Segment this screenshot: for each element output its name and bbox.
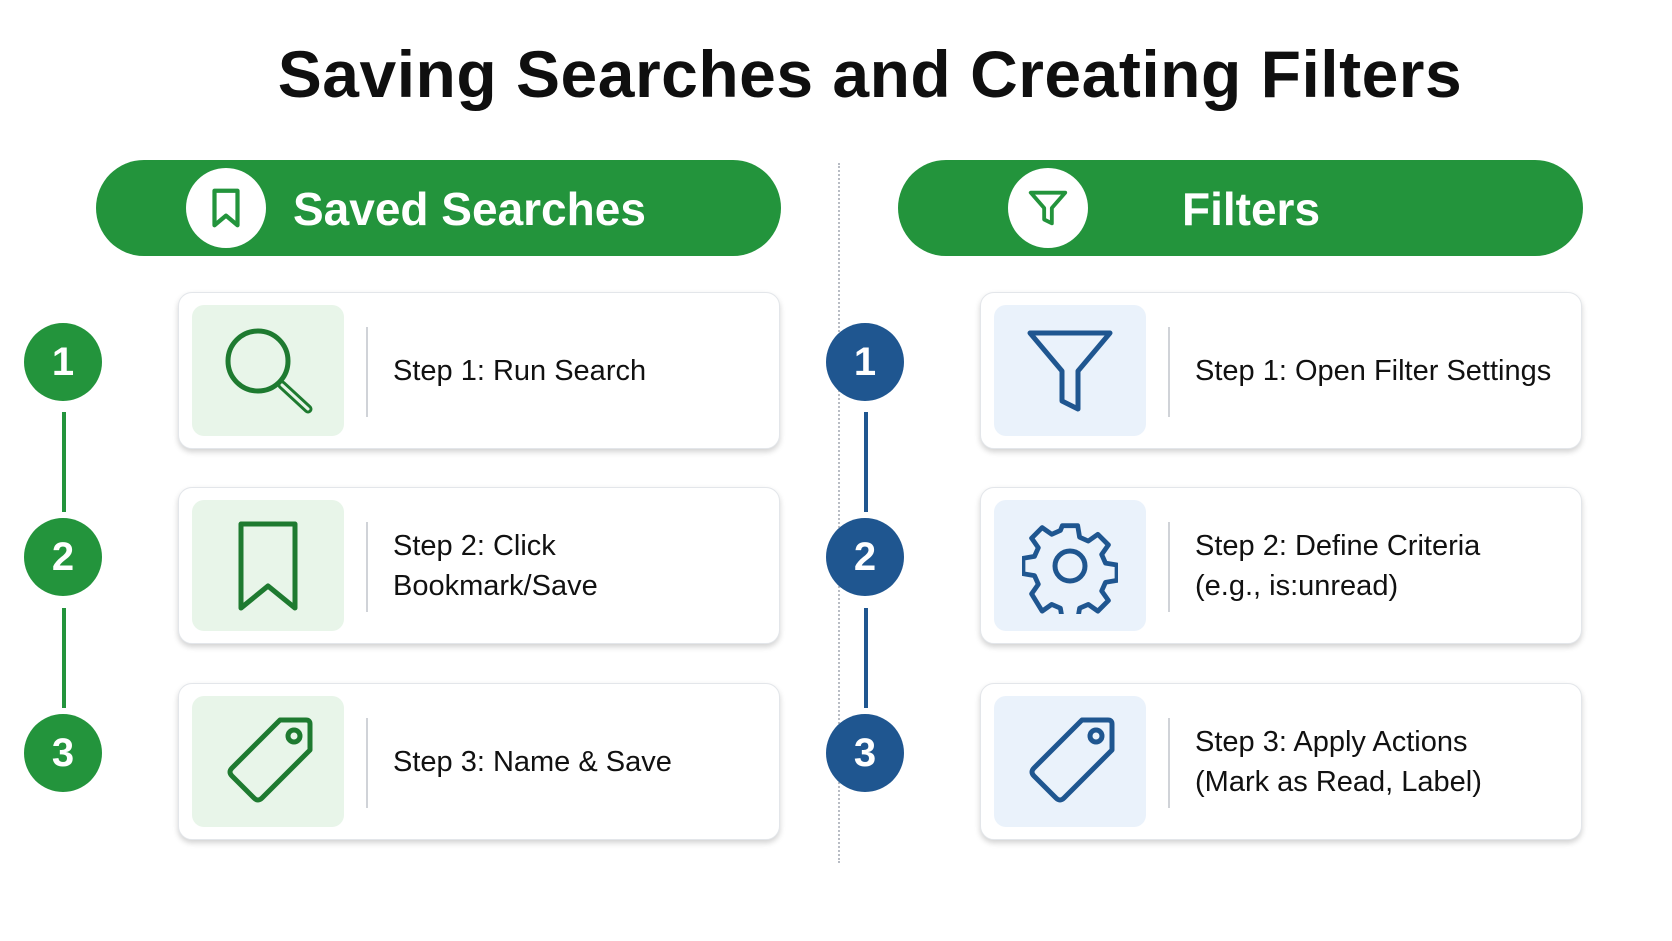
- step-number-badge: 3: [24, 714, 102, 792]
- step-text: Step 1: Open Filter Settings: [1195, 354, 1552, 387]
- card-separator: [1168, 522, 1170, 612]
- step-card-run-search: Step 1: Run Search: [178, 292, 780, 449]
- tag-icon: [192, 696, 344, 827]
- timeline-connector: [864, 608, 868, 708]
- step-text: Step 2: Define Criteria: [1195, 529, 1481, 562]
- card-separator: [366, 718, 368, 808]
- saved-searches-header: Saved Searches: [96, 160, 781, 256]
- page-title: Saving Searches and Creating Filters: [277, 37, 1463, 111]
- bookmark-icon: [186, 168, 266, 248]
- filters-title: Filters: [1182, 183, 1321, 235]
- step-number-badge: 3: [826, 714, 904, 792]
- step-text: Step 3: Apply Actions: [1195, 725, 1468, 758]
- filters-column: Filters 1 2 3 Step 1: Open Filter Settin…: [826, 160, 1598, 850]
- timeline-connector: [864, 412, 868, 512]
- card-separator: [366, 327, 368, 417]
- step-number-badge: 2: [826, 518, 904, 596]
- step-label: Step 1: Run Search: [393, 293, 765, 448]
- step-label: Step 3: Name & Save: [393, 684, 765, 839]
- filters-header: Filters: [898, 160, 1583, 256]
- step-card-click-bookmark: Step 2: Click Bookmark/Save: [178, 487, 780, 644]
- step-label: Step 2: Click Bookmark/Save: [393, 488, 765, 643]
- step-label: Step 2: Define Criteria (e.g., is:unread…: [1195, 488, 1567, 643]
- step-number-badge: 1: [24, 323, 102, 401]
- filter-icon: [1008, 168, 1088, 248]
- step-card-define-criteria: Step 2: Define Criteria (e.g., is:unread…: [980, 487, 1582, 644]
- tag-icon: [994, 696, 1146, 827]
- step-label: Step 1: Open Filter Settings: [1195, 293, 1567, 448]
- step-text: Step 1: Run Search: [393, 354, 647, 387]
- step-text-example: (e.g., is:unread): [1195, 569, 1399, 602]
- step-label: Step 3: Apply Actions (Mark as Read, Lab…: [1195, 684, 1567, 839]
- card-separator: [1168, 718, 1170, 808]
- card-separator: [1168, 327, 1170, 417]
- step-text-example: (Mark as Read, Label): [1195, 765, 1482, 798]
- step-number-badge: 1: [826, 323, 904, 401]
- column-divider: [838, 163, 840, 863]
- step-card-name-save: Step 3: Name & Save: [178, 683, 780, 840]
- saved-searches-title: Saved Searches: [293, 183, 646, 235]
- saved-searches-column: Saved Searches 1 2 3 Step 1: Run Search …: [24, 160, 796, 850]
- step-text: Step 3: Name & Save: [393, 745, 672, 778]
- filter-icon: [994, 305, 1146, 436]
- step-card-apply-actions: Step 3: Apply Actions (Mark as Read, Lab…: [980, 683, 1582, 840]
- step-number-badge: 2: [24, 518, 102, 596]
- step-text: Step 2: Click Bookmark/Save: [393, 529, 598, 602]
- timeline-connector: [62, 412, 66, 512]
- timeline-connector: [62, 608, 66, 708]
- gear-icon: [994, 500, 1146, 631]
- card-separator: [366, 522, 368, 612]
- bookmark-icon: [192, 500, 344, 631]
- search-icon: [192, 305, 344, 436]
- step-card-open-filter-settings: Step 1: Open Filter Settings: [980, 292, 1582, 449]
